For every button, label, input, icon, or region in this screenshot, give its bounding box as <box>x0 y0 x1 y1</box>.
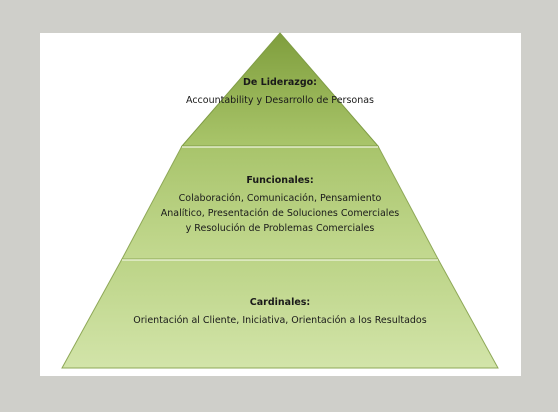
tier-top-text: De Liderazgo: Accountability y Desarroll… <box>180 75 380 108</box>
tier-bottom-text: Cardinales: Orientación al Cliente, Inic… <box>120 295 440 328</box>
tier-middle-text: Funcionales: Colaboración, Comunicación,… <box>160 173 400 236</box>
pyramid-diagram <box>61 32 499 369</box>
tier-top-title: De Liderazgo: <box>243 77 317 88</box>
diagram-card: De Liderazgo: Accountability y Desarroll… <box>40 32 521 376</box>
tier-middle-title: Funcionales: <box>246 175 314 186</box>
tier-bottom-body: Orientación al Cliente, Iniciativa, Orie… <box>133 315 427 326</box>
pyramid-tier-top <box>180 32 380 147</box>
tier-top-body: Accountability y Desarrollo de Personas <box>185 95 374 106</box>
tier-middle-body: Colaboración, Comunicación, Pensamiento … <box>160 193 400 234</box>
tier-bottom-title: Cardinales: <box>249 297 311 308</box>
